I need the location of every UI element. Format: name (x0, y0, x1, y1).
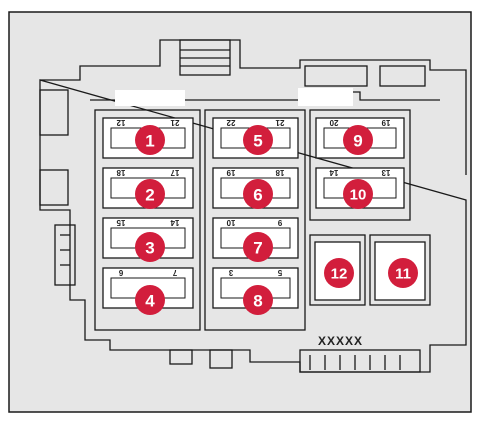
slot-mini-label: 18 (275, 168, 284, 177)
slot-mini-label: 9 (277, 218, 282, 227)
fuse-marker-circle (243, 179, 273, 209)
fuse-marker-circle (343, 125, 373, 155)
slot-mini-label: 17 (170, 168, 179, 177)
slot-mini-label: 14 (329, 168, 338, 177)
slot-mini-label: 19 (381, 118, 390, 127)
part-code-label: XXXXX (318, 334, 363, 348)
fuse-marker-9: 9 (343, 125, 373, 155)
fuse-marker-circle (343, 179, 373, 209)
fuse-marker-12: 12 (324, 258, 354, 288)
fuse-bank-frames (94, 109, 431, 331)
fuse-marker-label: 6 (253, 186, 262, 205)
fuse-marker-10: 10 (343, 179, 373, 209)
fuse-marker-circle (135, 285, 165, 315)
fuse-marker-circle (135, 125, 165, 155)
fuse-marker-circle (324, 258, 354, 288)
fuse-marker-circle (135, 232, 165, 262)
fuse-marker-label: 9 (353, 132, 362, 151)
label-strip (298, 88, 353, 106)
fuse-marker-label: 11 (395, 266, 411, 283)
slot-mini-label: 10 (226, 218, 235, 227)
fuse-marker-label: 8 (253, 292, 262, 311)
fuse-marker-label: 3 (145, 239, 154, 258)
fuse-marker-1: 1 (135, 125, 165, 155)
slot-mini-label: 7 (172, 268, 177, 277)
slot-mini-label: 18 (116, 168, 125, 177)
fuse-marker-circle (243, 285, 273, 315)
slot-mini-label: 6 (118, 268, 123, 277)
fuse-marker-label: 1 (145, 132, 154, 151)
diagram-background (8, 11, 472, 413)
fuse-box-housing (39, 39, 467, 373)
fuse-marker-circle (243, 125, 273, 155)
slot-mini-label: 5 (277, 268, 282, 277)
fuse-marker-label: 5 (253, 132, 262, 151)
fuse-marker-6: 6 (243, 179, 273, 209)
slot-mini-label: 15 (116, 218, 125, 227)
fuse-marker-label: 2 (145, 186, 154, 205)
fuse-marker-7: 7 (243, 232, 273, 262)
slot-mini-label: 22 (226, 118, 235, 127)
fuse-marker-4: 4 (135, 285, 165, 315)
fuse-marker-5: 5 (243, 125, 273, 155)
fuse-marker-label: 4 (145, 292, 155, 311)
slot-mini-label: 19 (226, 168, 235, 177)
slot-mini-label: 20 (329, 118, 338, 127)
slot-mini-label: 21 (170, 118, 179, 127)
label-strip (115, 90, 185, 106)
slot-mini-label: 21 (275, 118, 284, 127)
fuse-marker-2: 2 (135, 179, 165, 209)
fuse-marker-circle (135, 179, 165, 209)
fuse-marker-label: 10 (350, 187, 367, 204)
slot-mini-label: 3 (228, 268, 233, 277)
fuse-marker-label: 7 (253, 239, 262, 258)
slot-mini-label: 13 (381, 168, 390, 177)
fuse-marker-11: 11 (388, 258, 418, 288)
fuse-marker-3: 3 (135, 232, 165, 262)
fuse-marker-circle (388, 258, 418, 288)
slot-mini-label: 14 (170, 218, 179, 227)
fuse-marker-8: 8 (243, 285, 273, 315)
fuse-marker-label: 12 (331, 266, 348, 283)
fuse-marker-circle (243, 232, 273, 262)
slot-mini-label: 12 (116, 118, 125, 127)
